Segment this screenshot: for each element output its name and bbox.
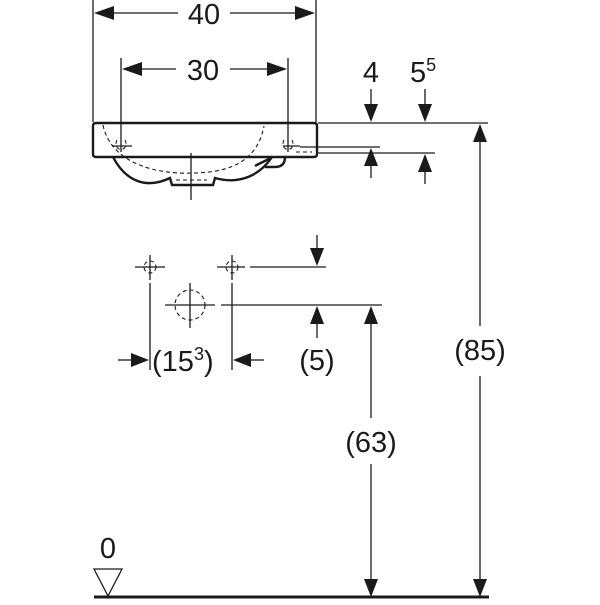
dimension-label-85: (85) bbox=[454, 335, 506, 367]
arrow-right-icon bbox=[131, 353, 149, 367]
dimension-label-15-3: (153) bbox=[152, 344, 214, 378]
arrow-down-icon bbox=[473, 579, 487, 597]
superscript-digit: 3 bbox=[194, 344, 204, 364]
dimension-rim-thickness: 4 55 bbox=[300, 55, 488, 184]
dimension-label-63: (63) bbox=[345, 427, 397, 459]
arrow-right-icon bbox=[267, 62, 287, 76]
arrow-down-icon bbox=[364, 579, 378, 597]
dimension-label-4: 4 bbox=[363, 57, 379, 89]
dimension-label-5: (5) bbox=[299, 345, 334, 377]
arrow-up-icon bbox=[418, 154, 432, 172]
arrow-down-icon bbox=[418, 104, 432, 122]
arrow-up-icon bbox=[310, 306, 324, 324]
dimension-label-5-5: 55 bbox=[410, 55, 436, 89]
arrow-left-icon bbox=[122, 62, 142, 76]
paren-close: ) bbox=[204, 346, 214, 378]
dimension-rim-height: (85) bbox=[454, 124, 506, 597]
dimension-label-40: 40 bbox=[188, 0, 220, 31]
arrow-down-icon bbox=[364, 104, 378, 122]
arrow-up-icon bbox=[364, 306, 378, 324]
base-digits: 15 bbox=[162, 346, 194, 378]
washbasin-side-view bbox=[91, 121, 319, 200]
arrow-down-icon bbox=[310, 248, 324, 266]
base-digit: 5 bbox=[410, 57, 426, 89]
level-marker-icon bbox=[92, 568, 124, 598]
dimension-supply-spacing: (153) bbox=[118, 344, 264, 378]
dimension-tap-hole-spacing: 30 bbox=[120, 55, 289, 152]
arrow-left-icon bbox=[94, 6, 114, 20]
arrow-left-icon bbox=[233, 353, 251, 367]
dimension-label-30: 30 bbox=[187, 55, 219, 87]
paren-open: ( bbox=[152, 346, 162, 378]
arrow-up-icon bbox=[364, 148, 378, 166]
dimension-supply-offset: (5) bbox=[299, 235, 335, 377]
supply-connections bbox=[135, 255, 382, 370]
superscript-digit: 5 bbox=[426, 55, 436, 75]
floor-level: 0 bbox=[92, 533, 489, 599]
dimension-overall-width: 40 bbox=[92, 0, 317, 122]
arrow-right-icon bbox=[295, 6, 315, 20]
arrow-up-icon bbox=[473, 124, 487, 142]
dimension-label-0: 0 bbox=[100, 533, 116, 565]
dimension-waste-height: (63) bbox=[345, 306, 397, 597]
